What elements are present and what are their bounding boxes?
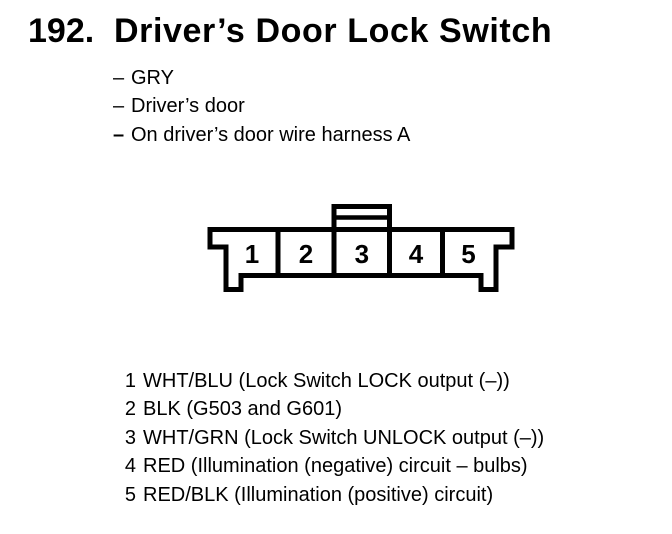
pin-number: 4	[124, 455, 136, 478]
cavity-number-2: 2	[299, 239, 313, 269]
cavity-number-4: 4	[409, 239, 424, 269]
connector-outline	[207, 227, 515, 292]
bullet-dash: –	[113, 95, 125, 118]
figure-number: 192.	[28, 12, 95, 50]
cavity-number-5: 5	[461, 239, 475, 269]
pin-number: 1	[124, 370, 136, 392]
attribute-item: – GRY	[113, 64, 410, 92]
pin-number: 2	[124, 398, 136, 421]
cavity-number-1: 1	[245, 239, 259, 269]
attribute-text: On driver’s door wire harness A	[131, 123, 411, 146]
connector-attributes: – GRY – Driver’s door – On driver’s door…	[113, 64, 410, 149]
pin-description: WHT/BLU (Lock Switch LOCK output (–))	[143, 370, 510, 392]
pin-legend: 1 WHT/BLU (Lock Switch LOCK output (–)) …	[124, 367, 544, 509]
pin-description: RED (Illumination (negative) circuit – b…	[143, 455, 528, 478]
pin-number: 3	[124, 426, 136, 449]
pin-description: RED/BLK (Illumination (positive) circuit…	[143, 483, 494, 506]
attribute-text: Driver’s door	[131, 95, 245, 118]
pin-row: 2 BLK (G503 and G601)	[124, 395, 544, 423]
pin-row: 4 RED (Illumination (negative) circuit –…	[124, 452, 544, 480]
pin-description: BLK (G503 and G601)	[143, 398, 343, 421]
figure-title: Driver’s Door Lock Switch	[114, 12, 553, 50]
pin-row: 3 WHT/GRN (Lock Switch UNLOCK output (–)…	[124, 424, 544, 452]
pin-description: WHT/GRN (Lock Switch UNLOCK output (–))	[143, 426, 545, 449]
bullet-dash: –	[113, 123, 125, 146]
pin-number: 5	[124, 483, 136, 506]
pin-row: 1 WHT/BLU (Lock Switch LOCK output (–))	[124, 367, 544, 395]
cavity-number-3: 3	[355, 239, 369, 269]
attribute-text: GRY	[131, 67, 174, 89]
pin-row: 5 RED/BLK (Illumination (positive) circu…	[124, 481, 544, 509]
bullet-dash: –	[113, 67, 125, 89]
attribute-item: – On driver’s door wire harness A	[113, 121, 410, 149]
attribute-item: – Driver’s door	[113, 92, 410, 120]
figure-header: 192. Driver’s Door Lock Switch	[28, 14, 552, 48]
